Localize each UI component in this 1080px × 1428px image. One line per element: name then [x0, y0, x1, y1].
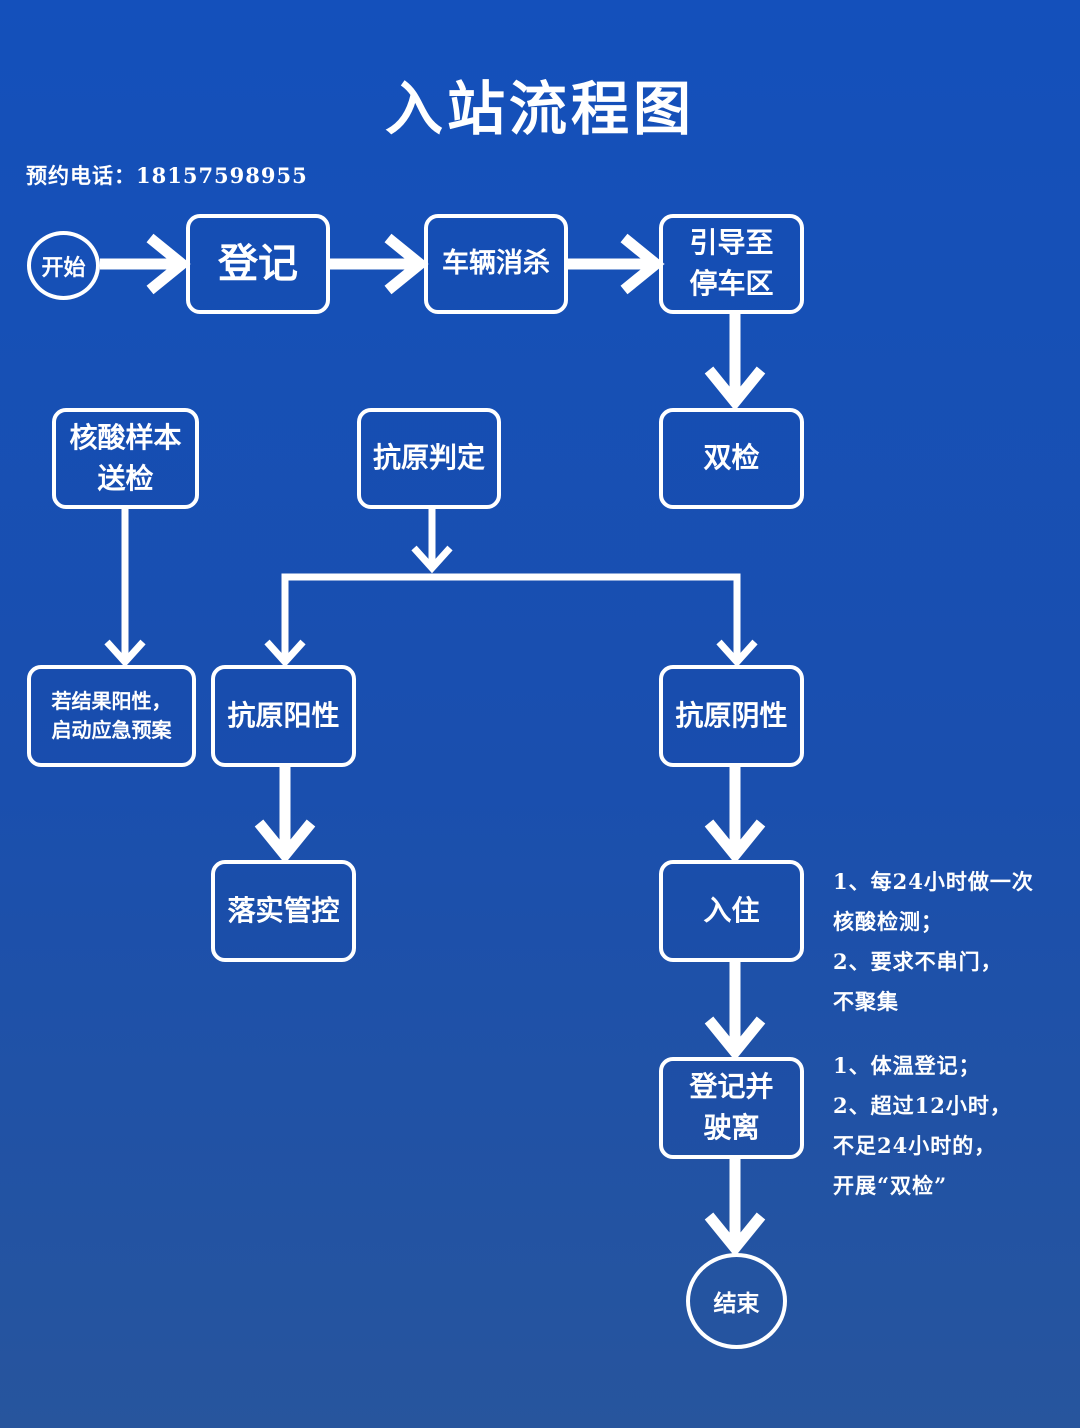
node-if-positive-line1: 若结果阳性， [51, 689, 172, 713]
page-title: 入站流程图 [384, 75, 695, 143]
node-check-in: 入住 [659, 860, 804, 962]
node-register: 登记 [186, 214, 330, 314]
node-nucleic-send: 核酸样本 送检 [52, 408, 199, 509]
node-if-positive-line2: 启动应急预案 [51, 718, 172, 742]
arrowhead-negative-checkin [704, 819, 766, 864]
node-antigen-positive: 抗原阳性 [211, 665, 356, 767]
note-stay-line: 1、每24小时做一次 [833, 869, 1034, 894]
arrowhead-judge-down [411, 545, 453, 574]
note-leave-line: 开展“双检” [833, 1173, 948, 1198]
note-stay: 1、每24小时做一次 核酸检测； 2、要求不串门， 不聚集 [833, 862, 1034, 1022]
arrowhead-positive-control [254, 819, 316, 864]
node-disinfect: 车辆消杀 [424, 214, 568, 314]
arrowhead-branch-right [716, 639, 758, 668]
note-leave: 1、体温登记； 2、超过12小时， 不足24小时的， 开展“双检” [833, 1046, 1012, 1206]
note-stay-line: 不聚集 [833, 989, 899, 1014]
note-leave-line: 1、体温登记； [833, 1053, 981, 1078]
node-guide: 引导至 停车区 [659, 214, 804, 314]
arrow-branch-line [281, 573, 741, 660]
arrowhead-disinfect-guide [620, 233, 665, 295]
arrowhead-branch-left [264, 639, 306, 668]
arrowhead-register-disinfect [384, 233, 429, 295]
node-if-positive: 若结果阳性， 启动应急预案 [27, 665, 196, 767]
note-stay-line: 2、要求不串门， [833, 949, 1003, 974]
node-antigen-negative: 抗原阴性 [659, 665, 804, 767]
node-register-leave-line1: 登记并 [689, 1070, 774, 1104]
node-register-leave: 登记并 驶离 [659, 1057, 804, 1159]
node-nucleic-line2: 送检 [97, 461, 154, 495]
note-leave-line: 2、超过12小时， [833, 1093, 1012, 1118]
node-nucleic-line1: 核酸样本 [69, 420, 182, 454]
booking-phone: 预约电话：18157598955 [26, 163, 308, 188]
arrowhead-guide-double [704, 366, 766, 411]
note-stay-line: 核酸检测； [833, 909, 943, 934]
node-end: 结束 [686, 1253, 787, 1349]
node-implement-control: 落实管控 [211, 860, 356, 962]
arrowhead-leave-end [704, 1212, 766, 1257]
node-antigen-judge: 抗原判定 [357, 408, 501, 509]
note-leave-line: 不足24小时的， [833, 1133, 997, 1158]
node-guide-line2: 停车区 [689, 267, 774, 300]
node-start: 开始 [27, 231, 100, 300]
arrowhead-nucleic-positive [104, 639, 146, 668]
arrowhead-checkin-leave [704, 1016, 766, 1061]
arrowhead-start-register [146, 233, 191, 295]
node-register-leave-line2: 驶离 [703, 1111, 760, 1144]
node-guide-line1: 引导至 [689, 226, 774, 260]
node-double-test: 双检 [659, 408, 804, 509]
